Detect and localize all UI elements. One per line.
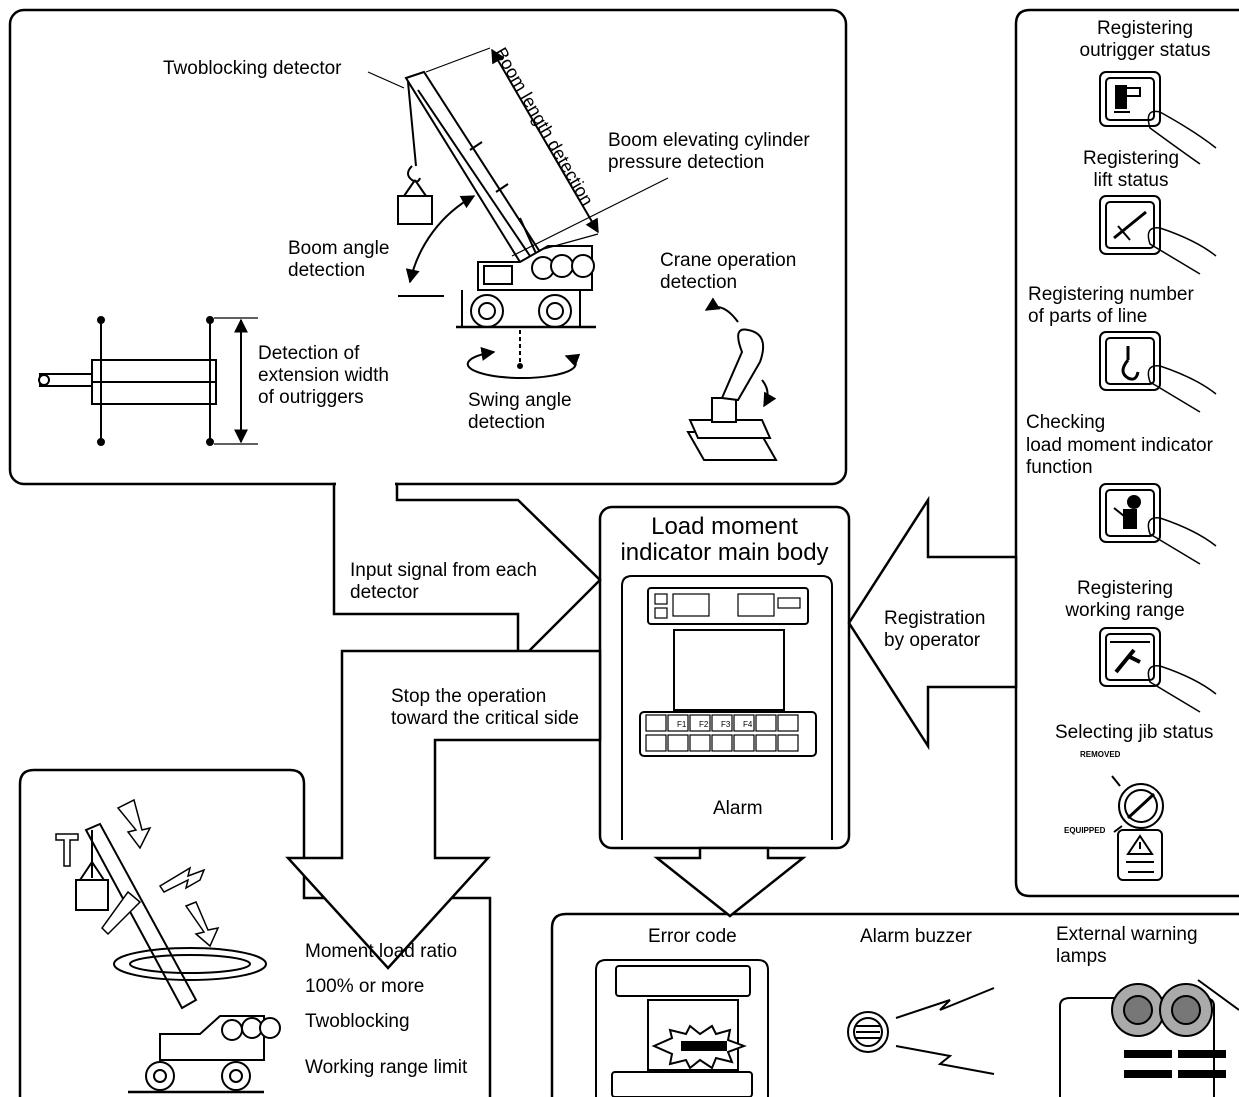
main-body-keypad: [645, 714, 799, 752]
error-display-device: [595, 959, 769, 1097]
fkey-2: F2: [699, 720, 709, 729]
twoblocking-detector-label: Twoblocking detector: [163, 58, 342, 79]
boom-cylinder-label: Boom elevating cylinder pressure detecti…: [608, 130, 810, 173]
fkey-4: F4: [743, 720, 753, 729]
working-range-label: Registering working range: [1065, 578, 1185, 621]
external-warning-lamps-label: External warning lamps: [1056, 924, 1198, 967]
jib-equipped-label: EQUIPPED: [1064, 826, 1106, 835]
working-range-key-icon: [1099, 627, 1161, 687]
main-body-indicators: [654, 593, 801, 619]
stop-operation-label: Stop the operation toward the critical s…: [391, 686, 579, 729]
alarm-buzzer-label: Alarm buzzer: [860, 926, 972, 947]
external-warning-lamps-icon: [1059, 979, 1239, 1097]
registration-arrow: [847, 495, 1018, 751]
alarm-arrow: [653, 846, 807, 918]
fkey-3: F3: [721, 720, 731, 729]
stop-operation-arrow: [285, 649, 602, 970]
lift-key-icon: [1099, 195, 1161, 255]
stop-crane-drawing: [75, 822, 281, 1094]
finger-icons: [1147, 110, 1217, 713]
buzzer-sound-bolts: [895, 987, 995, 1075]
input-signal-label: Input signal from each detector: [350, 560, 537, 603]
outrigger-key-icon: [1099, 71, 1161, 127]
error-code-label: Error code: [648, 926, 737, 947]
crane-top-view: [38, 316, 217, 446]
main-body-title: Load moment indicator main body: [620, 513, 829, 566]
joystick: [686, 328, 778, 461]
alarm-label: Alarm: [713, 798, 763, 819]
alarm-buzzer-icon: [847, 1011, 889, 1053]
checking-title-label: Checking: [1026, 412, 1106, 433]
swing-angle-label: Swing angle detection: [468, 390, 572, 433]
checking-function-label: load moment indicator function: [1026, 435, 1213, 478]
outrigger-width-label: Detection of extension width of outrigge…: [258, 343, 389, 408]
registration-label: Registration by operator: [884, 608, 986, 651]
condition-twoblocking: Twoblocking: [305, 1011, 410, 1032]
condition-moment-load-ratio: Moment load ratio: [305, 941, 458, 962]
fkey-1: F1: [677, 720, 687, 729]
crane-operation-label: Crane operation detection: [660, 250, 797, 293]
parts-of-line-key-icon: [1099, 331, 1161, 391]
parts-of-line-label: Registering number of parts of line: [1028, 284, 1194, 327]
stop-direction-arrows: [55, 798, 220, 948]
condition-100-percent: 100% or more: [305, 976, 425, 997]
checking-key-icon: [1099, 483, 1161, 543]
jib-warning-icon: [1117, 829, 1163, 881]
outrigger-status-label: Registering outrigger status: [1079, 18, 1211, 61]
stop-panel: [18, 768, 492, 1097]
lift-status-label: Registering lift status: [1082, 148, 1180, 191]
jib-removed-label: REMOVED: [1080, 750, 1121, 759]
jib-selector-switch: [1111, 775, 1164, 833]
boom-angle-label: Boom angle detection: [288, 238, 390, 281]
jib-status-label: Selecting jib status: [1055, 722, 1214, 743]
condition-working-range-limit: Working range limit: [305, 1057, 468, 1078]
error-code-flash-icon: [651, 1024, 747, 1070]
